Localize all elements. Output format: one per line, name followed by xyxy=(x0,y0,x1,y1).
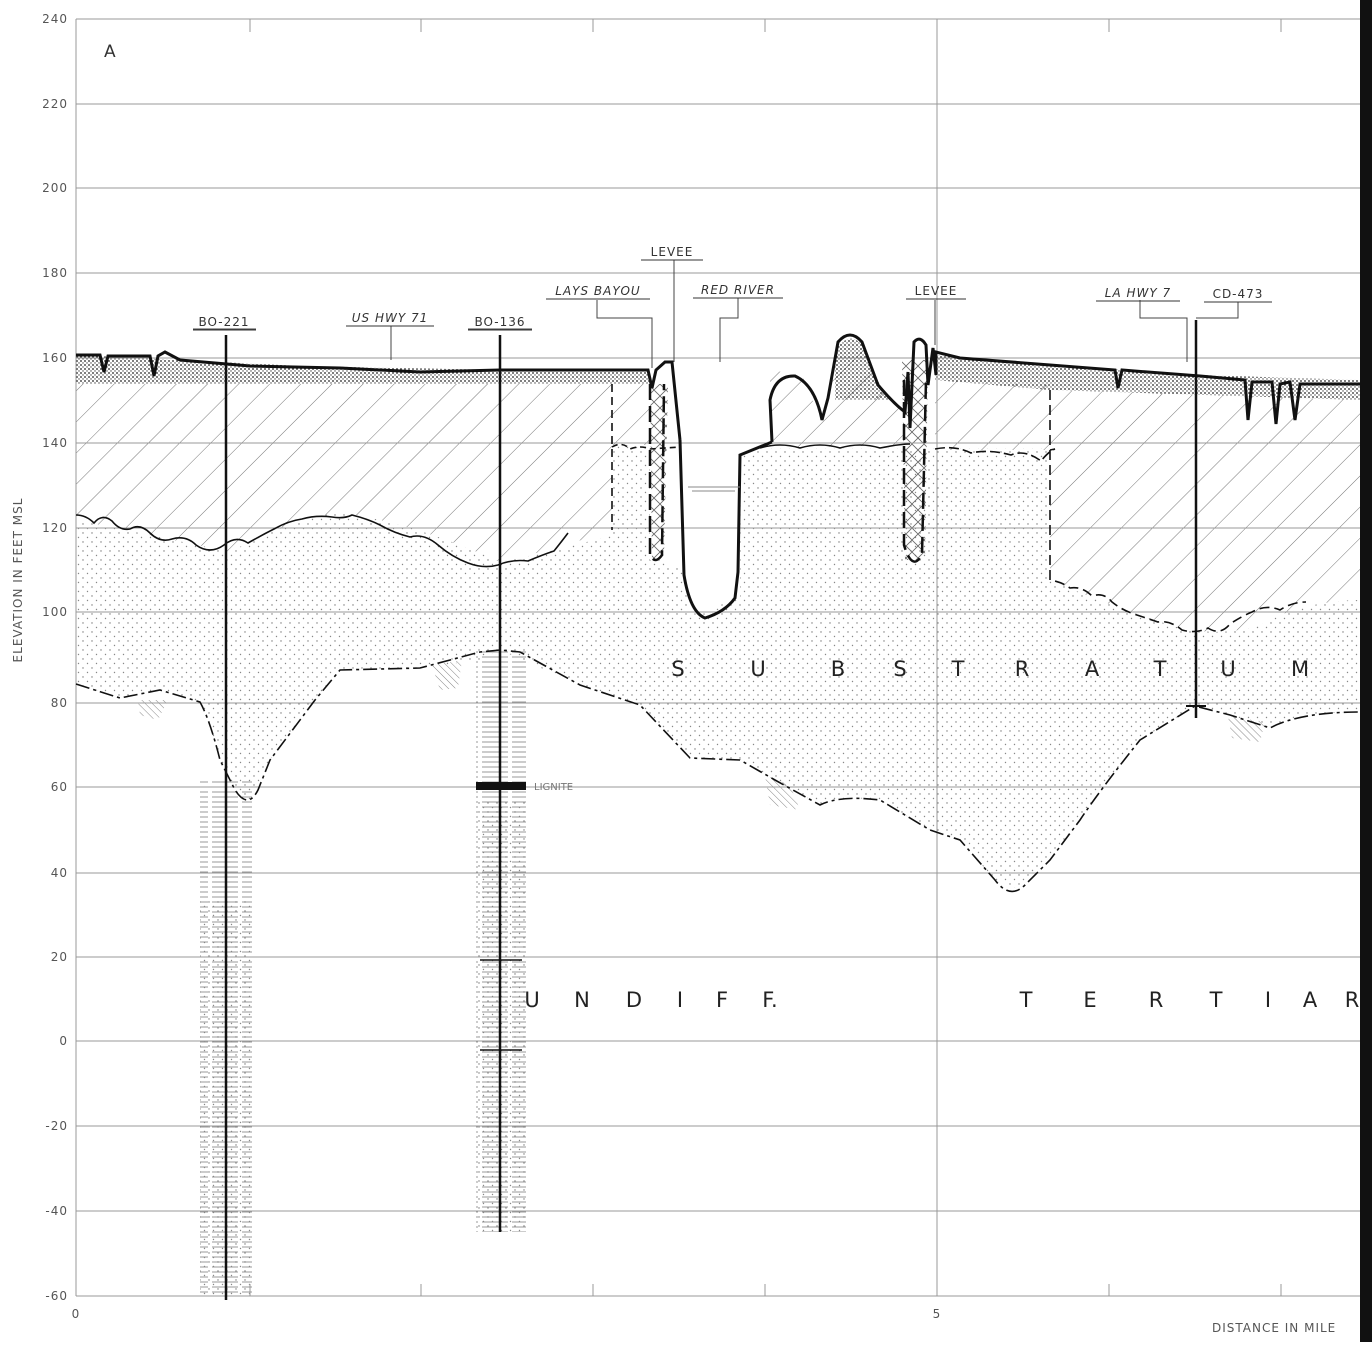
boring-bo136 xyxy=(476,335,526,1232)
label-red-river: RED RIVER xyxy=(701,283,775,297)
undiff-letter-6: F. xyxy=(762,988,777,1012)
undiff-letter-4: I xyxy=(677,988,683,1012)
x-tick-5: 5 xyxy=(933,1307,942,1321)
y-tick-neg60: -60 xyxy=(45,1289,68,1303)
panel-letter: A xyxy=(104,42,116,62)
substratum-letter-5: T xyxy=(951,657,965,681)
label-undiff: U N D I F F. xyxy=(524,988,777,1012)
boring-cd473 xyxy=(1186,320,1206,718)
y-tick-160: 160 xyxy=(42,351,68,365)
y-tick-40: 40 xyxy=(51,866,68,880)
tertiary-letter-5: I xyxy=(1265,988,1271,1012)
tertiary-outcrop-hatches xyxy=(138,660,1265,810)
y-tick-0: 0 xyxy=(59,1034,68,1048)
label-bo136: BO-136 xyxy=(474,315,525,329)
water-surface xyxy=(688,486,740,492)
substratum-letter-1: S xyxy=(671,657,684,681)
feature-leaders xyxy=(193,260,1239,368)
substratum-letter-4: S xyxy=(893,657,906,681)
y-tick-240: 240 xyxy=(42,12,68,26)
y-tick-60: 60 xyxy=(51,780,68,794)
label-levee-right: LEVEE xyxy=(915,284,958,298)
grid xyxy=(75,18,1360,1297)
substratum-letter-2: U xyxy=(750,657,765,681)
y-tick-80: 80 xyxy=(51,696,68,710)
substratum-letter-3: B xyxy=(831,657,845,681)
y-tick-100: 100 xyxy=(42,605,68,619)
y-tick-120: 120 xyxy=(42,521,68,535)
tertiary-letter-4: T xyxy=(1209,988,1223,1012)
label-tertiary: T E R T I A R xyxy=(1019,988,1360,1012)
y-tick-neg40: -40 xyxy=(45,1204,68,1218)
label-levee-left: LEVEE xyxy=(651,245,694,259)
page-edge-border xyxy=(1360,0,1372,1342)
tertiary-letter-2: E xyxy=(1083,988,1096,1012)
y-tick-180: 180 xyxy=(42,266,68,280)
undiff-letter-1: U xyxy=(524,988,539,1012)
label-us-hwy-71: US HWY 71 xyxy=(352,311,429,325)
label-substratum: S U B S T R A T U M xyxy=(671,657,1309,681)
undiff-letter-5: F xyxy=(716,988,728,1012)
tertiary-letter-7: R xyxy=(1345,988,1360,1012)
undiff-letter-3: D xyxy=(626,988,642,1012)
y-tick-220: 220 xyxy=(42,97,68,111)
ground-surface-profile xyxy=(76,333,1360,620)
tertiary-letter-1: T xyxy=(1019,988,1033,1012)
tertiary-letter-6: A xyxy=(1303,988,1318,1012)
channel-walls xyxy=(648,379,928,563)
substratum-layer xyxy=(76,445,1360,890)
x-tick-0: 0 xyxy=(72,1307,81,1321)
label-cd473: CD-473 xyxy=(1213,287,1264,301)
label-lignite: LIGNITE xyxy=(534,782,573,793)
label-underlines xyxy=(193,259,1272,331)
y-tick-200: 200 xyxy=(42,181,68,195)
stratum-contacts xyxy=(75,384,1361,893)
y-tick-neg20: -20 xyxy=(45,1119,68,1133)
y-tick-20: 20 xyxy=(51,950,68,964)
label-bo221: BO-221 xyxy=(198,315,249,329)
label-la-hwy-7: LA HWY 7 xyxy=(1105,286,1171,300)
y-axis-label: ELEVATION IN FEET MSL xyxy=(11,498,25,663)
substratum-letter-10: M xyxy=(1291,657,1309,681)
undiff-letter-2: N xyxy=(574,988,590,1012)
substratum-letter-9: U xyxy=(1220,657,1235,681)
tertiary-letter-3: R xyxy=(1149,988,1164,1012)
substratum-letter-6: R xyxy=(1015,657,1030,681)
substratum-letter-8: T xyxy=(1153,657,1167,681)
y-tick-140: 140 xyxy=(42,436,68,450)
substratum-letter-7: A xyxy=(1085,657,1100,681)
x-axis-label: DISTANCE IN MILE xyxy=(1212,1321,1336,1335)
label-lays-bayou: LAYS BAYOU xyxy=(555,284,640,298)
